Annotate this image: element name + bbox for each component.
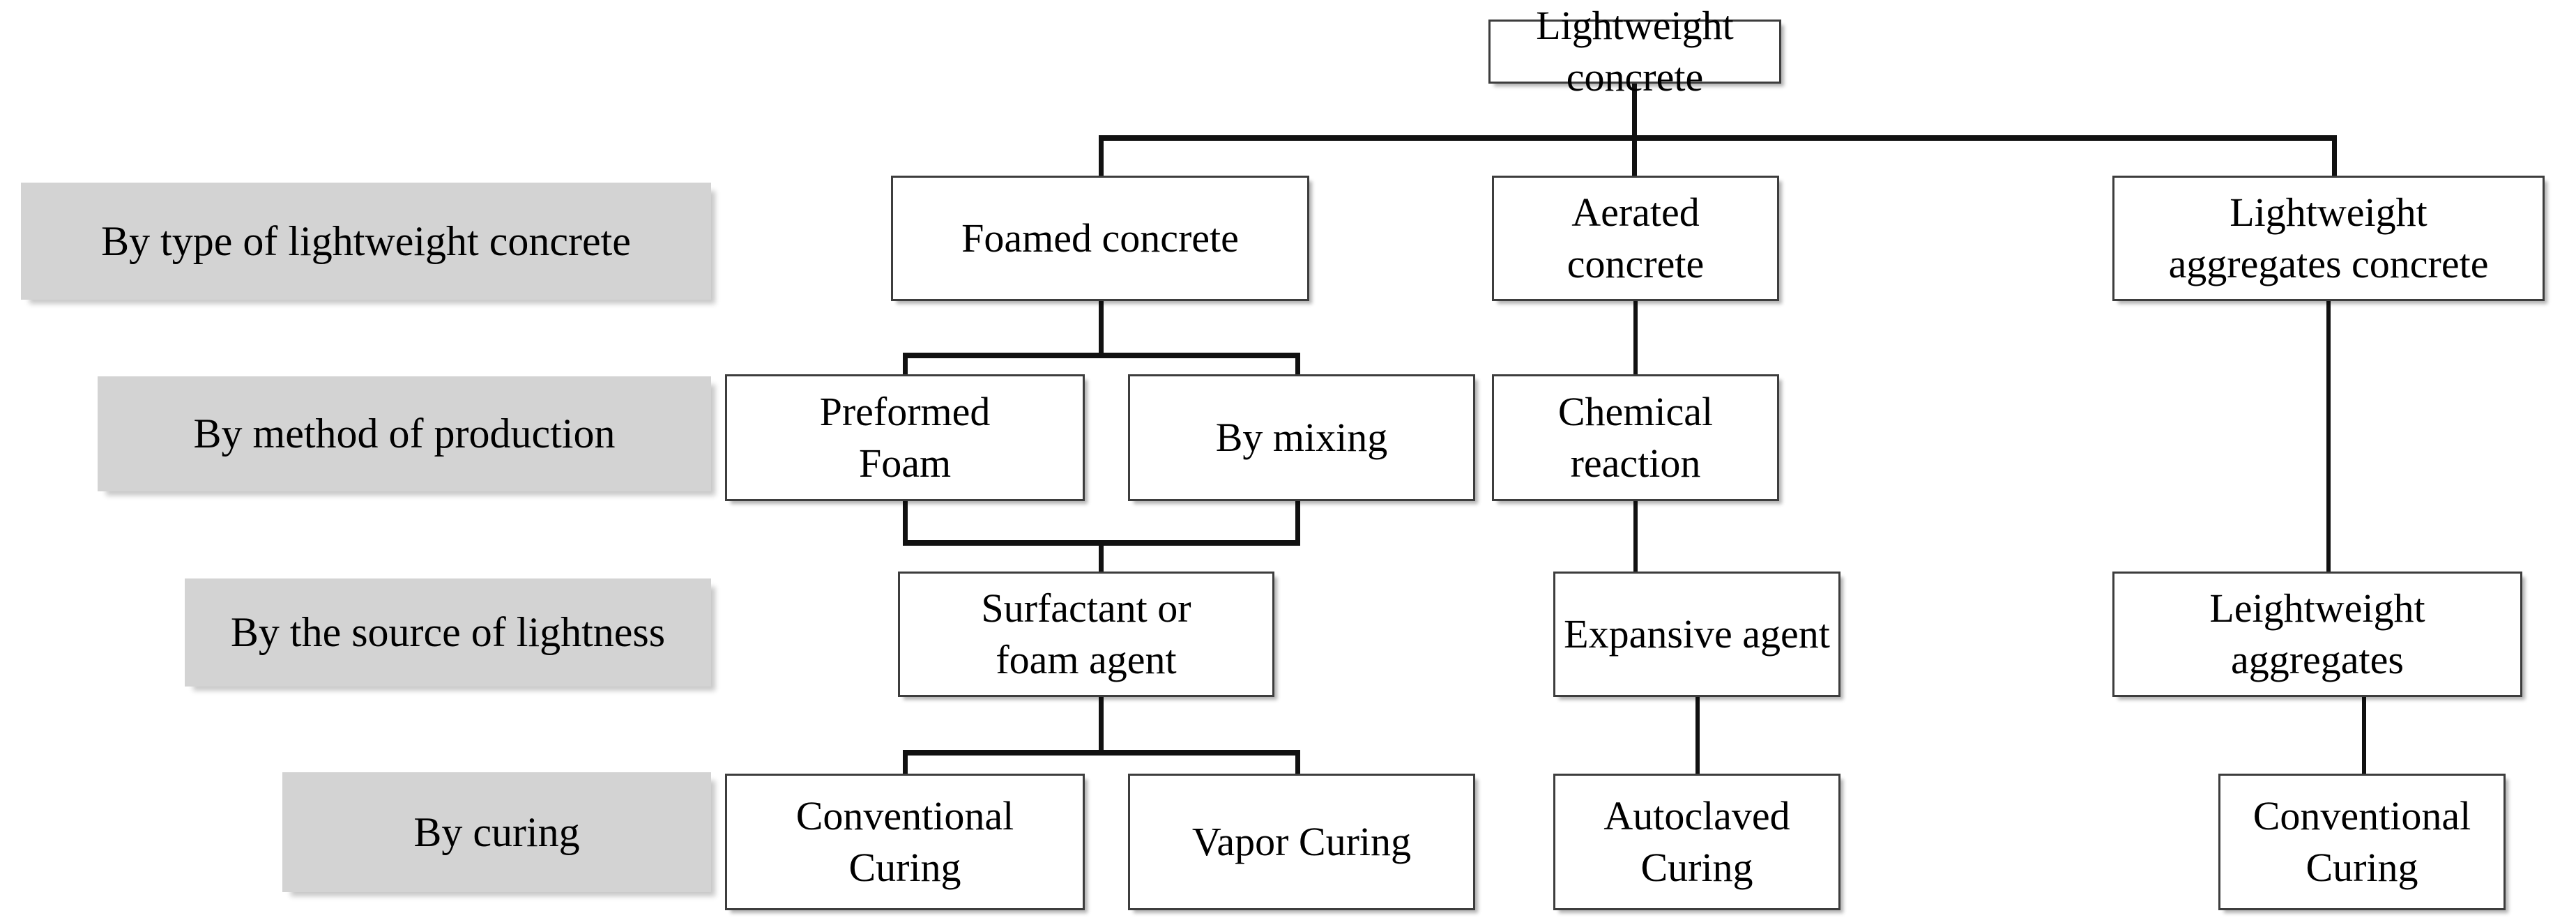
- connector-bus-to-foamed: [1099, 135, 1104, 178]
- node-label: Expansive agent: [1564, 611, 1830, 657]
- node-conventional-curing-left[interactable]: Conventional Curing: [725, 774, 1085, 910]
- connector-leightweight-to-conventional: [2362, 696, 2366, 775]
- row-label-by-curing: By curing: [282, 772, 711, 892]
- connector-to-by-mixing: [1295, 353, 1300, 376]
- node-label-line2: Curing: [2306, 845, 2418, 890]
- row-label-by-type-of-lightweight-concrete: By type of lightweight concrete: [21, 183, 711, 300]
- node-conventional-curing-right[interactable]: Conventional Curing: [2218, 774, 2506, 910]
- connector-foamed-split-bus: [903, 353, 1300, 358]
- connector-chemical-to-expansive: [1633, 501, 1638, 574]
- node-label: By mixing: [1215, 414, 1388, 460]
- row-label-by-the-source-of-lightness: By the source of lightness: [185, 578, 711, 687]
- node-vapor-curing[interactable]: Vapor Curing: [1128, 774, 1475, 910]
- connector-to-vapor-curing: [1295, 750, 1300, 775]
- node-label-line1: Conventional: [2253, 792, 2471, 838]
- node-label: Lightweight concrete: [1536, 2, 1734, 100]
- row-label-text: By the source of lightness: [230, 609, 666, 655]
- connector-lwagg-to-leightweight-aggregates: [2326, 300, 2331, 573]
- node-label-line2: Curing: [1640, 845, 1753, 890]
- node-label-line1: Lightweight: [2230, 189, 2428, 235]
- node-label: Aerated concrete: [1567, 189, 1705, 286]
- node-surfactant-or-foam-agent[interactable]: Surfactant or foam agent: [898, 572, 1274, 697]
- connector-expansive-to-autoclaved: [1695, 696, 1700, 775]
- connector-tier1-bus: [1099, 135, 2337, 141]
- node-label-line2: foam agent: [996, 637, 1177, 682]
- row-label-text: By type of lightweight concrete: [101, 217, 631, 264]
- connector-by-mixing-down: [1295, 501, 1300, 544]
- node-aerated-concrete[interactable]: Aerated concrete: [1492, 176, 1779, 301]
- node-label-line1: Autoclaved: [1603, 792, 1790, 838]
- node-leightweight-aggregates[interactable]: Leightweight aggregates: [2112, 572, 2522, 697]
- row-label-by-method-of-production: By method of production: [98, 376, 711, 491]
- node-label-line2: Curing: [848, 845, 961, 890]
- node-label-line2: aggregates concrete: [2168, 241, 2489, 286]
- node-lightweight-aggregates-concrete[interactable]: Lightweight aggregates concrete: [2112, 176, 2545, 301]
- connector-to-preformed-foam: [903, 353, 908, 376]
- node-label-line1: Leightweight: [2209, 585, 2425, 631]
- node-expansive-agent[interactable]: Expansive agent: [1553, 572, 1840, 697]
- connector-surfactant-stem: [1099, 696, 1104, 754]
- connector-bus-to-aerated: [1632, 135, 1637, 178]
- node-label: Vapor Curing: [1191, 818, 1412, 864]
- connector-to-conventional-curing-left: [903, 750, 908, 775]
- connector-aerated-to-chemical: [1633, 300, 1638, 376]
- node-autoclaved-curing[interactable]: Autoclaved Curing: [1553, 774, 1840, 910]
- node-preformed-foam[interactable]: Preformed Foam: [725, 374, 1085, 501]
- node-label: Foamed concrete: [961, 215, 1239, 261]
- node-lightweight-concrete[interactable]: Lightweight concrete: [1488, 3, 1781, 100]
- row-label-text: By curing: [413, 808, 580, 855]
- connector-bus-to-lightweight-aggregates: [2332, 135, 2337, 178]
- node-label-line1: Preformed: [819, 388, 991, 434]
- node-chemical-reaction[interactable]: Chemical reaction: [1492, 374, 1779, 501]
- node-foamed-concrete[interactable]: Foamed concrete: [891, 176, 1309, 301]
- node-label-line1: Surfactant or: [981, 585, 1191, 631]
- node-label: Chemical reaction: [1557, 388, 1714, 486]
- node-by-mixing[interactable]: By mixing: [1128, 374, 1475, 501]
- connector-preformed-foam-down: [903, 501, 908, 544]
- connector-foamed-stem: [1099, 300, 1104, 357]
- connector-root-stem: [1632, 82, 1637, 139]
- row-label-text: By method of production: [193, 411, 616, 457]
- node-label-line1: Conventional: [795, 792, 1014, 838]
- node-label-line2: aggregates: [2231, 637, 2404, 682]
- node-label-line2: Foam: [858, 440, 952, 486]
- connector-curing-split-bus: [903, 750, 1300, 756]
- connector-merge-to-surfactant: [1099, 540, 1104, 574]
